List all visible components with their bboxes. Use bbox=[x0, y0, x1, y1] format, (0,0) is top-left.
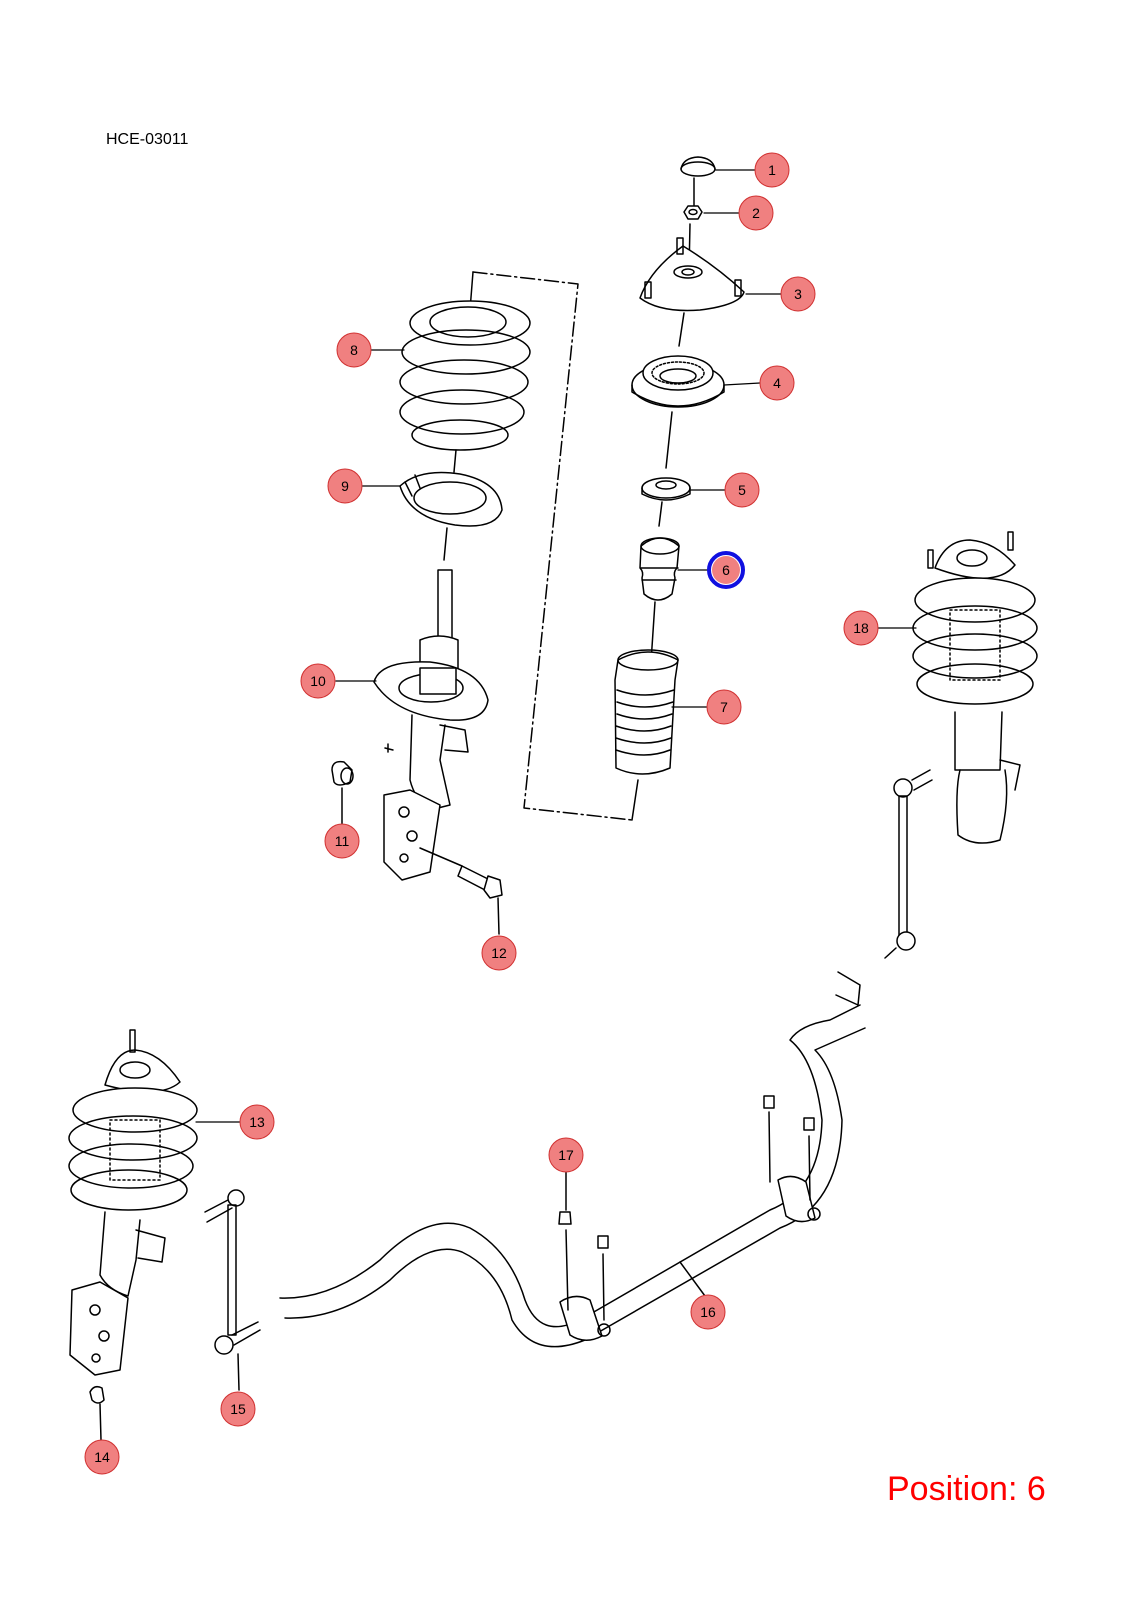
axis-lines bbox=[443, 177, 695, 821]
callout-1[interactable]: 1 bbox=[754, 152, 790, 188]
part-strut-mount bbox=[639, 237, 745, 312]
callout-12[interactable]: 12 bbox=[481, 935, 517, 971]
callout-circle[interactable] bbox=[327, 468, 363, 504]
part-complete-strut-right bbox=[912, 531, 1038, 844]
part-dust-boot bbox=[614, 649, 679, 775]
callout-circle[interactable] bbox=[843, 610, 879, 646]
callout-number: 3 bbox=[794, 286, 802, 302]
part-nut-bottom bbox=[89, 1385, 105, 1441]
callout-3[interactable]: 3 bbox=[780, 276, 816, 312]
callout-circle[interactable] bbox=[300, 663, 336, 699]
callout-7[interactable]: 7 bbox=[706, 689, 742, 725]
callout-circle[interactable] bbox=[759, 365, 795, 401]
callout-number: 18 bbox=[853, 620, 869, 636]
callout-number: 10 bbox=[310, 673, 326, 689]
part-bolt bbox=[419, 847, 503, 935]
callout-number: 6 bbox=[722, 562, 730, 578]
callout-circle[interactable] bbox=[336, 332, 372, 368]
callout-number: 14 bbox=[94, 1449, 110, 1465]
part-stabilizer-link-right bbox=[884, 769, 933, 959]
diagram-reference-code: HCE-03011 bbox=[106, 131, 189, 148]
part-spring-seat bbox=[399, 471, 503, 527]
callout-circle[interactable] bbox=[690, 1294, 726, 1330]
assembly-bracket-line bbox=[472, 271, 633, 821]
callout-leader-lines bbox=[195, 169, 917, 1123]
callout-circle[interactable] bbox=[481, 935, 517, 971]
callout-number: 16 bbox=[700, 1304, 716, 1320]
callout-2[interactable]: 2 bbox=[738, 195, 774, 231]
callout-circle[interactable] bbox=[324, 823, 360, 859]
position-label: Position: 6 bbox=[887, 1470, 1046, 1508]
callout-14[interactable]: 14 bbox=[84, 1439, 120, 1475]
part-nut bbox=[683, 205, 703, 220]
callout-8[interactable]: 8 bbox=[336, 332, 372, 368]
callout-5[interactable]: 5 bbox=[724, 472, 760, 508]
callout-circle[interactable] bbox=[239, 1104, 275, 1140]
callout-number: 17 bbox=[558, 1147, 574, 1163]
callout-circle[interactable] bbox=[738, 195, 774, 231]
part-stabilizer-bar bbox=[279, 971, 866, 1348]
part-coil-spring bbox=[399, 300, 531, 451]
callout-circle[interactable] bbox=[220, 1391, 256, 1427]
part-bracket-bolts bbox=[558, 1095, 815, 1321]
callout-number: 4 bbox=[773, 375, 781, 391]
callout-circle[interactable] bbox=[780, 276, 816, 312]
callout-selected-fill bbox=[712, 556, 740, 584]
part-strut-assembly bbox=[373, 569, 489, 881]
callout-17[interactable]: 17 bbox=[548, 1137, 584, 1173]
part-bearing bbox=[631, 355, 725, 408]
callout-number: 11 bbox=[335, 833, 350, 849]
callout-number: 5 bbox=[738, 482, 746, 498]
callout-18[interactable]: 18 bbox=[843, 610, 879, 646]
part-stabilizer-link-left bbox=[204, 1189, 261, 1391]
part-flange-nut bbox=[331, 760, 354, 825]
callout-circle[interactable] bbox=[548, 1137, 584, 1173]
callout-circle[interactable] bbox=[706, 689, 742, 725]
callout-6[interactable]: 6 bbox=[707, 551, 745, 589]
callout-circle[interactable] bbox=[754, 152, 790, 188]
callout-13[interactable]: 13 bbox=[239, 1104, 275, 1140]
callout-number: 7 bbox=[720, 699, 728, 715]
callout-number: 13 bbox=[249, 1114, 265, 1130]
callout-9[interactable]: 9 bbox=[327, 468, 363, 504]
part-complete-strut-left bbox=[68, 1029, 198, 1376]
part-bump-stop bbox=[639, 537, 680, 601]
part-cap bbox=[680, 156, 716, 177]
callout-10[interactable]: 10 bbox=[300, 663, 336, 699]
callout-number: 9 bbox=[341, 478, 349, 494]
callout-circle[interactable] bbox=[724, 472, 760, 508]
callout-circle[interactable] bbox=[84, 1439, 120, 1475]
callout-number: 1 bbox=[768, 162, 776, 178]
part-washer bbox=[641, 477, 691, 501]
callout-number: 8 bbox=[350, 342, 358, 358]
callout-4[interactable]: 4 bbox=[759, 365, 795, 401]
callout-15[interactable]: 15 bbox=[220, 1391, 256, 1427]
callout-number: 2 bbox=[752, 205, 760, 221]
callout-16[interactable]: 16 bbox=[690, 1294, 726, 1330]
callout-11[interactable]: 11 bbox=[324, 823, 360, 859]
callout-number: 12 bbox=[491, 945, 507, 961]
callout-number: 15 bbox=[230, 1401, 246, 1417]
